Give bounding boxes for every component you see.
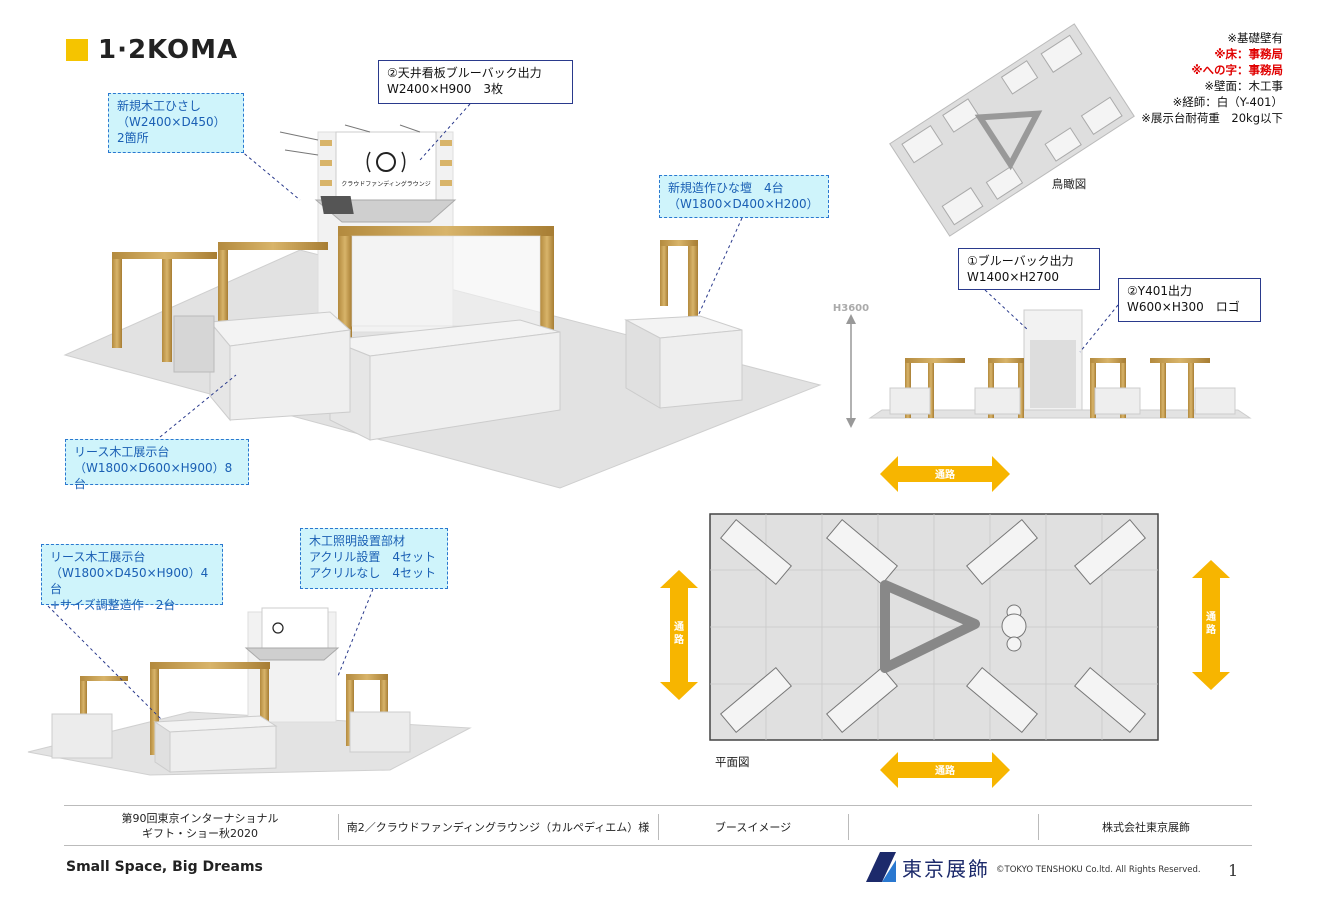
footer-divider xyxy=(658,814,659,840)
callout-title: ②天井看板ブルーバック出力 xyxy=(387,66,542,80)
callout-title: ①ブルーバック出力 xyxy=(967,254,1074,268)
callout-lighting: 木工照明設置部材 アクリル設置 4セット アクリルなし 4セット xyxy=(300,528,448,589)
logo-square-icon xyxy=(66,39,88,61)
footer-top-rule xyxy=(64,805,1252,806)
callout-line: アクリルなし 4セット xyxy=(309,566,437,580)
note-line: ※経師：白（Y-401） xyxy=(1172,95,1283,109)
callout-lease-1: リース木工展示台 （W1800×D600×H900）8台 xyxy=(65,439,249,491)
callout-line: アクリル設置 4セット xyxy=(309,550,437,564)
callout-sub: W2400×H900 3枚 xyxy=(387,82,504,96)
aisle-label-char: 通 xyxy=(674,621,684,633)
callout-hisashi: 新規木工ひさし （W2400×D450） 2箇所 xyxy=(108,93,244,153)
aisle-label: 通路 xyxy=(1206,611,1217,636)
callout-line: （W1800×D450×H900）4台 xyxy=(50,566,209,596)
callout-line: （W2400×D450） xyxy=(117,115,226,129)
aisle-label: 通路 xyxy=(674,621,685,646)
copyright: ©TOKYO TENSHOKU Co.ltd. All Rights Reser… xyxy=(996,865,1201,875)
aisle-arrow-bottom: 通路 xyxy=(880,752,1010,788)
note-line: ※壁面：木工事 xyxy=(1204,79,1283,93)
callout-line: リース木工展示台 xyxy=(50,550,146,564)
note-line: ※展示台耐荷重 20kg以下 xyxy=(1141,111,1283,125)
aisle-label: 通路 xyxy=(935,764,956,777)
aisle-arrow-right: 通路 xyxy=(1192,560,1230,690)
company-logo: 1·2KOMA xyxy=(66,35,239,65)
aisle-label: 通路 xyxy=(935,468,956,481)
callout-lease-2: リース木工展示台 （W1800×D450×H900）4台 +サイズ調整造作 2台 xyxy=(41,544,223,612)
aisle-label-char: 通 xyxy=(1206,611,1216,623)
callout-ceiling-sign: ②天井看板ブルーバック出力 W2400×H900 3枚 xyxy=(378,60,573,104)
logo-text: 1·2KOMA xyxy=(98,35,239,65)
brand-name: 東京展飾 xyxy=(902,856,990,881)
note-line-red: ※床：事務局 xyxy=(1214,47,1283,61)
brand-logo-icon xyxy=(866,852,896,882)
footer-event: 第90回東京インターナショナル ギフト・ショー秋2020 xyxy=(80,811,320,841)
callout-line: +サイズ調整造作 2台 xyxy=(50,598,176,612)
secondary-render xyxy=(27,607,472,776)
aisle-arrow-top: 通路 xyxy=(880,456,1010,492)
callout-title: ②Y401出力 xyxy=(1127,284,1192,298)
height-label: H3600 xyxy=(833,303,869,314)
footer-divider xyxy=(338,814,339,840)
render-sign-text: クラウドファンディングラウンジ xyxy=(341,180,431,188)
aisle-label-char: 路 xyxy=(674,633,685,646)
footer-event-line2: ギフト・ショー秋2020 xyxy=(142,827,258,840)
notes-block: ※基礎壁有 ※床：事務局 ※への字：事務局 ※壁面：木工事 ※経師：白（Y-40… xyxy=(1141,30,1283,126)
aisle-arrow-left: 通路 xyxy=(660,570,698,700)
footer-company: 株式会社東京展飾 xyxy=(1102,821,1190,834)
footer-divider xyxy=(848,814,849,840)
callout-line: （W1800×D400×H200） xyxy=(668,197,819,211)
footer-divider xyxy=(1038,814,1039,840)
footer-bottom-rule xyxy=(64,845,1252,846)
footer-event-line1: 第90回東京インターナショナル xyxy=(121,812,279,825)
birdseye-view xyxy=(889,23,1135,237)
callout-y401: ②Y401出力 W600×H300 ロゴ xyxy=(1118,278,1261,322)
footer-booth: 南2／クラウドファンディングラウンジ（カルペディエム）様 xyxy=(346,821,650,834)
note-line: ※基礎壁有 xyxy=(1227,31,1283,45)
footer-doc-type: ブースイメージ xyxy=(714,821,792,834)
tagline: Small Space, Big Dreams xyxy=(66,859,263,875)
callout-line: 新規木工ひさし xyxy=(117,99,202,113)
callout-line: （W1800×D600×H900）8台 xyxy=(74,461,233,491)
callout-line: 2箇所 xyxy=(117,131,149,145)
page-number: 1 xyxy=(1228,861,1239,880)
callout-line: 木工照明設置部材 xyxy=(309,534,406,548)
birdseye-label: 鳥瞰図 xyxy=(1052,177,1087,191)
callout-blueback: ①ブルーバック出力 W1400×H2700 xyxy=(958,248,1100,290)
aisle-label-char: 路 xyxy=(1206,623,1217,636)
plan-label: 平面図 xyxy=(715,755,750,769)
brand-block: 東京展飾 ©TOKYO TENSHOKU Co.ltd. All Rights … xyxy=(866,852,1201,882)
floor-plan xyxy=(709,513,1159,741)
note-line-red: ※への字：事務局 xyxy=(1191,63,1283,77)
callout-sub: W600×H300 ロゴ xyxy=(1127,300,1240,314)
callout-sub: W1400×H2700 xyxy=(967,270,1060,284)
callout-line: リース木工展示台 xyxy=(74,445,170,459)
callout-line: 新規造作ひな壇 4台 xyxy=(668,181,784,195)
main-render: クラウドファンディングラウンジ xyxy=(63,124,822,489)
elevation-view: H3600 xyxy=(833,303,1252,428)
callout-hinadan: 新規造作ひな壇 4台 （W1800×D400×H200） xyxy=(659,175,829,218)
